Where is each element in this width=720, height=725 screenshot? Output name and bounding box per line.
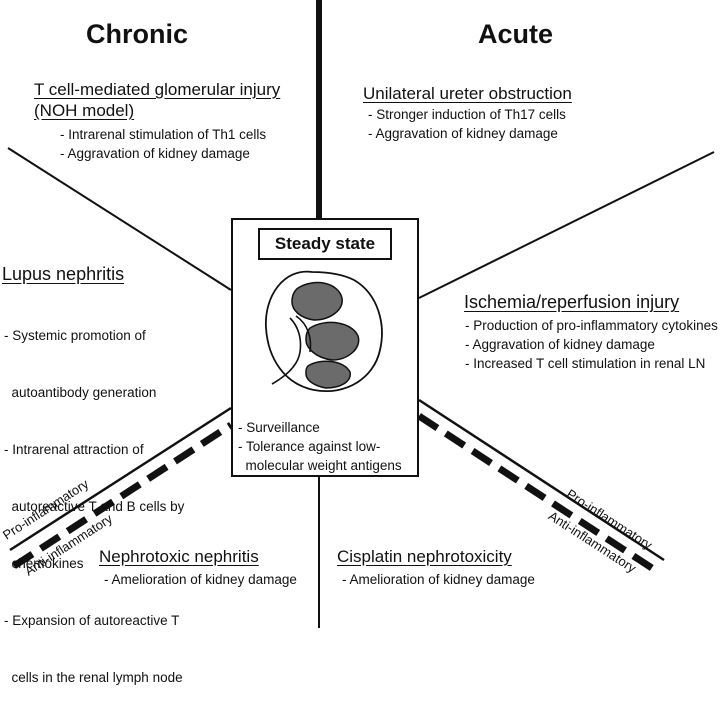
- lupus-bullet: autoreactive T and B cells by: [4, 499, 185, 514]
- steady-bullet: - Tolerance against low-: [238, 439, 381, 454]
- cisplatin-bullets: - Amelioration of kidney damage: [342, 570, 535, 589]
- ischemia-title: Ischemia/reperfusion injury: [464, 292, 680, 312]
- noh-bullets: - Intrarenal stimulation of Th1 cells - …: [60, 125, 266, 163]
- diagram: Chronic Acute T cell-mediated glomerular…: [0, 0, 718, 685]
- anti-inflammatory-line-right: [417, 413, 660, 575]
- anti-inflammatory-line-left: [12, 422, 233, 569]
- diagonal-upper-right: [418, 151, 715, 299]
- cisplatin-title: Cisplatin nephrotoxicity: [337, 547, 512, 566]
- steady-bullet: molecular weight antigens: [238, 458, 402, 473]
- pro-inflammatory-line-right: [418, 398, 665, 562]
- uuo-bullet: - Stronger induction of Th17 cells: [368, 107, 566, 122]
- kidney-illustration: [265, 270, 383, 392]
- uuo-title: Unilateral ureter obstruction: [363, 84, 572, 103]
- chronic-heading: Chronic: [86, 19, 189, 49]
- diagonal-upper-left: [7, 147, 232, 291]
- ischemia-bullets: - Production of pro-inflammatory cytokin…: [465, 316, 718, 373]
- steady-state-bullets: - Surveillance - Tolerance against low- …: [238, 418, 402, 475]
- lupus-bullet: autoantibody generation: [4, 385, 157, 400]
- lupus-bullet: - Systemic promotion of: [4, 328, 146, 343]
- lupus-bullet: - Expansion of autoreactive T: [4, 613, 180, 628]
- pro-inflammatory-line-left: [9, 406, 232, 552]
- ischemia-bullet: - Increased T cell stimulation in renal …: [465, 356, 706, 371]
- lupus-bullet: cells in the renal lymph node: [4, 670, 183, 685]
- uuo-bullet: - Aggravation of kidney damage: [368, 126, 558, 141]
- noh-title-line2: (NOH model): [34, 101, 135, 120]
- cisplatin-bullet: - Amelioration of kidney damage: [342, 572, 535, 587]
- noh-title-line1: T cell-mediated glomerular injury: [34, 80, 281, 99]
- lupus-title: Lupus nephritis: [2, 264, 125, 284]
- nephrotoxic-bullets: - Amelioration of kidney damage: [104, 570, 297, 589]
- acute-heading: Acute: [478, 19, 554, 49]
- nephrotoxic-title: Nephrotoxic nephritis: [99, 547, 259, 566]
- noh-bullet: - Intrarenal stimulation of Th1 cells: [60, 127, 267, 142]
- steady-state-title: Steady state: [258, 228, 392, 260]
- lupus-bullets: - Systemic promotion of autoantibody gen…: [4, 288, 184, 725]
- noh-bullet: - Aggravation of kidney damage: [60, 146, 250, 161]
- ischemia-bullet: - Production of pro-inflammatory cytokin…: [465, 318, 718, 333]
- uuo-bullets: - Stronger induction of Th17 cells - Agg…: [368, 105, 566, 143]
- nephrotoxic-bullet: - Amelioration of kidney damage: [104, 572, 297, 587]
- lupus-bullet: chemokines: [4, 556, 84, 571]
- ischemia-bullet: - Aggravation of kidney damage: [465, 337, 655, 352]
- lupus-bullet: - Intrarenal attraction of: [4, 442, 144, 457]
- steady-bullet: - Surveillance: [238, 420, 320, 435]
- divider-lines: [7, 0, 715, 628]
